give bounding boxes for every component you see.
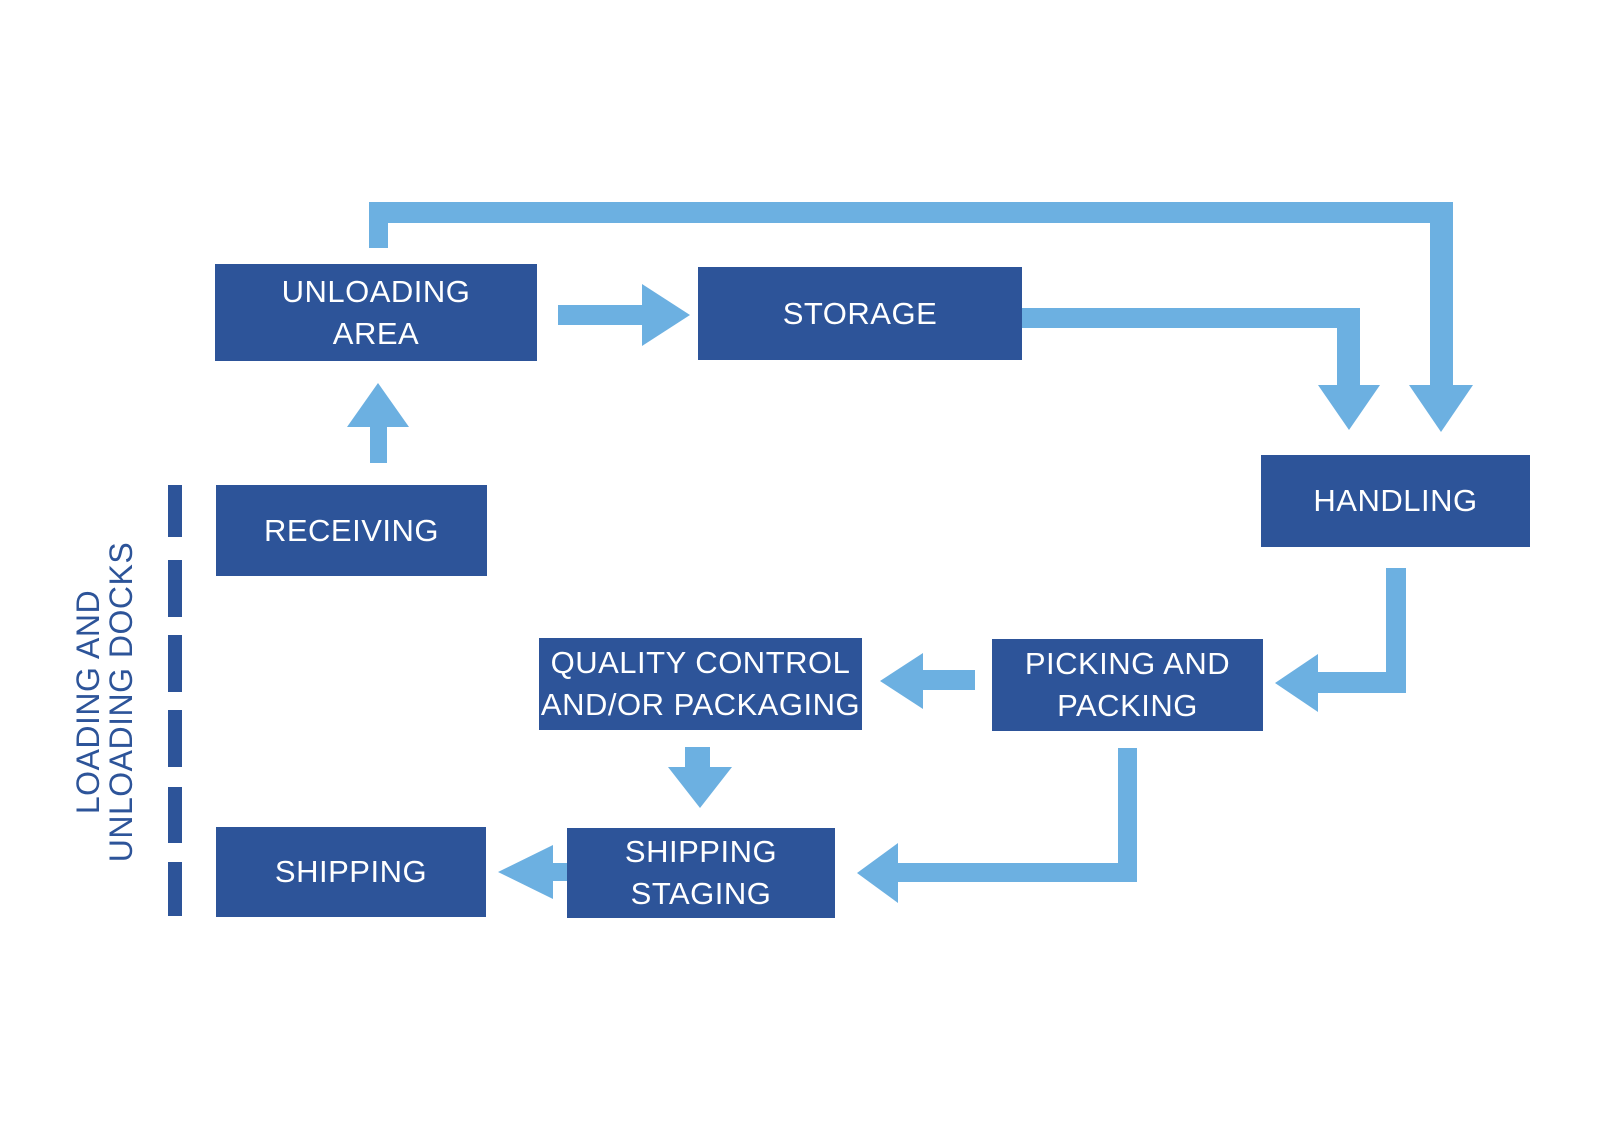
node-quality-control: QUALITY CONTROL AND/OR PACKAGING (539, 638, 862, 730)
arrow-unloading-to-storage-shaft (558, 305, 642, 325)
dock-line-dash (168, 485, 182, 537)
arrow-storage-to-handling-vbar (1337, 308, 1360, 385)
dock-line-dash (168, 560, 182, 617)
arrow-unloading-to-handling-arrowhead-icon (1409, 385, 1473, 432)
arrow-storage-to-handling-arrowhead-icon (1318, 385, 1380, 430)
arrow-picking-to-qc-shaft (923, 670, 975, 690)
arrow-picking-to-staging-vbar (1118, 748, 1137, 882)
dock-line-dash (168, 635, 182, 692)
node-shipping: SHIPPING (216, 827, 486, 917)
arrow-picking-to-staging-hbar (898, 863, 1137, 882)
arrow-unloading-to-handling-down-bar (1430, 202, 1453, 385)
node-handling: HANDLING (1261, 455, 1530, 547)
loading-docks-label: LOADING AND UNLOADING DOCKS (70, 541, 139, 863)
node-picking-packing: PICKING AND PACKING (992, 639, 1263, 731)
arrow-handling-to-picking-vbar (1386, 568, 1406, 693)
arrow-receiving-to-unloading-arrowhead-icon (347, 383, 409, 427)
arrow-picking-to-staging-arrowhead-icon (857, 843, 898, 903)
dock-line-dash (168, 710, 182, 767)
dock-line-dash (168, 787, 182, 843)
arrow-qc-to-staging-shaft (685, 747, 710, 769)
arrow-unloading-to-storage-arrowhead-icon (642, 284, 690, 346)
node-unloading-area: UNLOADING AREA (215, 264, 537, 361)
arrow-qc-to-staging-arrowhead-icon (668, 767, 732, 808)
arrow-receiving-to-unloading-shaft (370, 427, 387, 463)
arrow-handling-to-picking-hbar (1318, 672, 1406, 693)
arrow-staging-to-shipping-shaft (553, 863, 567, 881)
arrow-handling-to-picking-arrowhead-icon (1275, 654, 1318, 712)
node-shipping-staging: SHIPPING STAGING (567, 828, 835, 918)
arrow-picking-to-qc-arrowhead-icon (880, 653, 923, 709)
node-storage: STORAGE (698, 267, 1022, 360)
node-receiving: RECEIVING (216, 485, 487, 576)
arrow-storage-to-handling-hbar (1022, 308, 1337, 328)
arrow-staging-to-shipping-arrowhead-icon (498, 845, 553, 899)
dock-line-dash (168, 862, 182, 916)
arrow-unloading-to-handling-top-bar (369, 202, 1453, 223)
